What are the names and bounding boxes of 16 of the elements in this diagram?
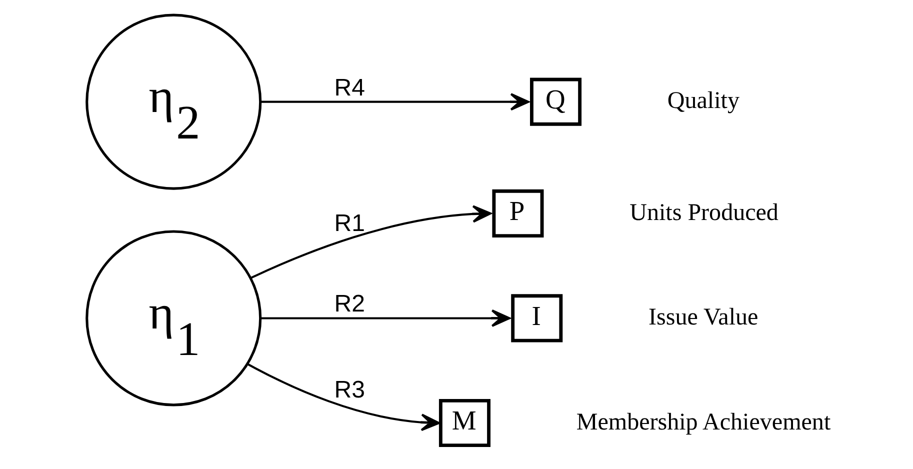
arrow <box>260 93 529 111</box>
edge-label: R1 <box>334 210 365 237</box>
edge-label: R3 <box>334 376 365 404</box>
node-box: P <box>492 189 544 238</box>
node-label: Membership Achievement <box>576 409 830 436</box>
edge-label: R4 <box>334 74 365 102</box>
node-label: Quality <box>666 88 739 114</box>
arrow <box>246 363 440 432</box>
node-label: Issue Value <box>648 304 758 331</box>
arrow <box>250 205 492 279</box>
node-box: M <box>438 398 490 448</box>
node-label: Units Produced <box>629 200 778 226</box>
arrow <box>260 309 510 327</box>
node-box: I <box>510 294 562 342</box>
edge-label: R2 <box>334 290 365 318</box>
node-box: Q <box>530 78 582 126</box>
